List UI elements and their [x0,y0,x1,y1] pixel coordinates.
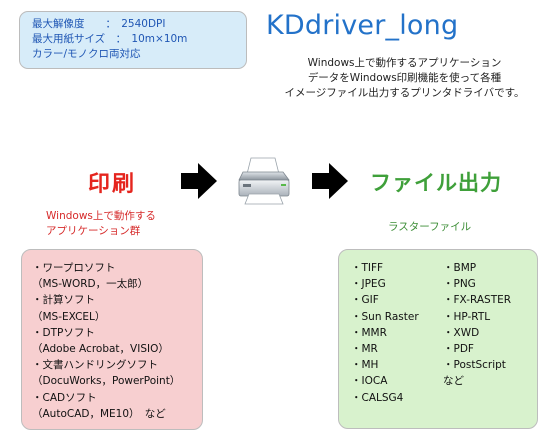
list-item: ・HP-RTL [443,310,491,323]
description-line: データをWindows印刷機能を使って各種 [307,72,502,84]
product-description: Windows上で動作するアプリケーション データをWindows印刷機能を使っ… [262,56,547,101]
description-line: Windows上で動作するアプリケーション [307,57,502,69]
spec-resolution: 最大解像度 ： 2540DPI [32,18,166,30]
raster-format-list: ・TIFF ・JPEG ・GIF ・Sun Raster ・MMR ・MR ・M… [338,249,538,429]
printer-icon [238,157,290,205]
list-item: ・FX-RASTER [443,294,512,307]
arrow-right-icon [181,163,217,199]
list-item: ・CALSG4 [351,391,404,404]
print-label: 印刷 [88,172,137,197]
list-item: ・CADソフト [32,391,97,404]
list-item: ・DTPソフト [32,326,95,339]
list-item: ・文書ハンドリングソフト [32,359,158,372]
spec-paper-size: 最大用紙サイズ ： 10m×10m [32,33,188,45]
print-subtitle: Windows上で動作する アプリケーション群 [46,209,156,239]
application-list: ・ワープロソフト （MS-WORD，一太郎） ・計算ソフト （MS-EXCEL）… [21,249,203,430]
list-item: ・計算ソフト [32,294,95,307]
list-item: ・MR [351,343,378,356]
list-item: ・IOCA [351,375,388,388]
print-subtitle-line: アプリケーション群 [46,225,141,237]
file-output-label: ファイル出力 [370,171,502,195]
list-item: ・XWD [443,326,480,339]
list-item: （AutoCAD，ME10） など [32,407,166,420]
list-item: ・PNG [443,278,476,291]
format-column-2: ・BMP ・PNG ・FX-RASTER ・HP-RTL ・XWD ・PDF ・… [443,260,511,390]
list-item: （Adobe Acrobat，VISIO） [32,343,169,356]
list-item: ・PDF [443,343,474,356]
spec-color: カラー/モノクロ両対応 [32,48,141,60]
list-item: ・PostScript [443,359,506,372]
arrow-right-icon [312,163,348,199]
list-item: ・JPEG [351,278,386,291]
product-title: KDdriver_long [266,10,459,41]
list-item: （MS-WORD，一太郎） [32,278,149,291]
format-column-1: ・TIFF ・JPEG ・GIF ・Sun Raster ・MMR ・MR ・M… [351,260,419,406]
spec-panel: 最大解像度 ： 2540DPI 最大用紙サイズ ： 10m×10m カラー/モノ… [19,11,247,69]
description-line: イメージファイル出力するプリンタドライバです。 [284,87,525,99]
list-item: ・ワープロソフト [32,262,116,274]
print-subtitle-line: Windows上で動作する [46,210,156,222]
list-item: ・Sun Raster [351,310,419,323]
list-item: など [443,375,464,388]
list-item: ・MH [351,359,379,372]
list-item: ・BMP [443,262,477,274]
list-item: ・GIF [351,294,379,307]
list-item: （MS-EXCEL） [32,310,106,323]
list-item: （DocuWorks，PowerPoint） [32,375,181,388]
file-subtitle: ラスターファイル [388,221,472,233]
list-item: ・MMR [351,326,387,339]
list-item: ・TIFF [351,262,384,274]
